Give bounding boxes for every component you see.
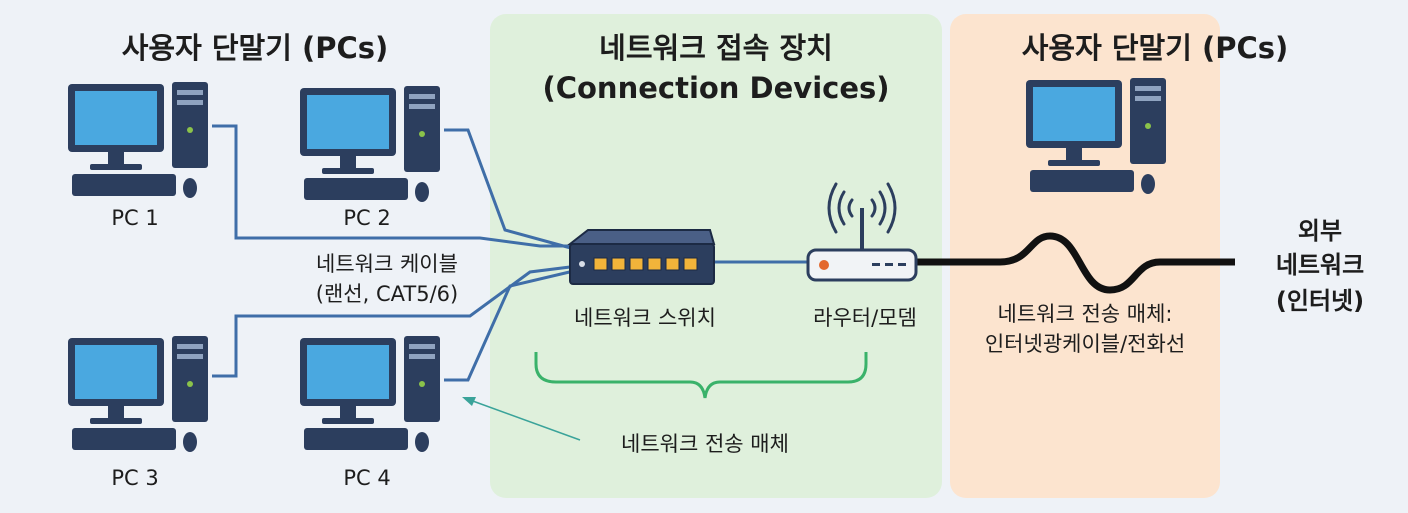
cable-pc2	[444, 128, 579, 252]
right-section-title: 사용자 단말기 (PCs)	[1021, 31, 1289, 65]
external-network-line3: (인터넷)	[1275, 287, 1365, 315]
computer-icon	[300, 336, 440, 452]
pc-label: PC 1	[111, 206, 159, 230]
external-cable	[914, 232, 1235, 294]
switch-label: 네트워크 스위치	[574, 306, 716, 330]
router-icon	[806, 208, 918, 282]
external-media-label-line1: 네트워크 전송 매체:	[997, 302, 1173, 326]
pc-label: PC 2	[343, 206, 391, 230]
center-section-title-line1: 네트워크 접속 장치	[599, 31, 833, 65]
pc-label: PC 4	[343, 466, 391, 490]
external-media-label-line2: 인터넷광케이블/전화선	[984, 332, 1186, 356]
cable-label-line1: 네트워크 케이블	[316, 252, 458, 276]
computer-icon	[68, 336, 208, 452]
cable-pc3	[212, 264, 579, 378]
computer-icon	[300, 86, 440, 202]
network-switch-icon	[567, 229, 716, 285]
external-network-line2: 네트워크	[1275, 251, 1365, 279]
wireless-signal-icon	[827, 182, 897, 234]
pc-label: PC 3	[111, 466, 159, 490]
transmission-media-label: 네트워크 전송 매체	[621, 432, 789, 456]
cable-pc4	[444, 268, 579, 382]
center-section-title-line2: (Connection Devices)	[542, 71, 890, 105]
external-network-line1: 외부	[1297, 217, 1343, 245]
left-section-title: 사용자 단말기 (PCs)	[121, 31, 389, 65]
arrow-icon	[462, 397, 581, 441]
computer-icon	[68, 82, 208, 198]
computer-icon	[1026, 78, 1166, 194]
router-label: 라우터/모뎀	[813, 306, 917, 330]
cable-pc1	[212, 124, 578, 248]
transmission-bracket	[534, 352, 868, 399]
cable-label-line2: (랜선, CAT5/6)	[315, 282, 459, 306]
